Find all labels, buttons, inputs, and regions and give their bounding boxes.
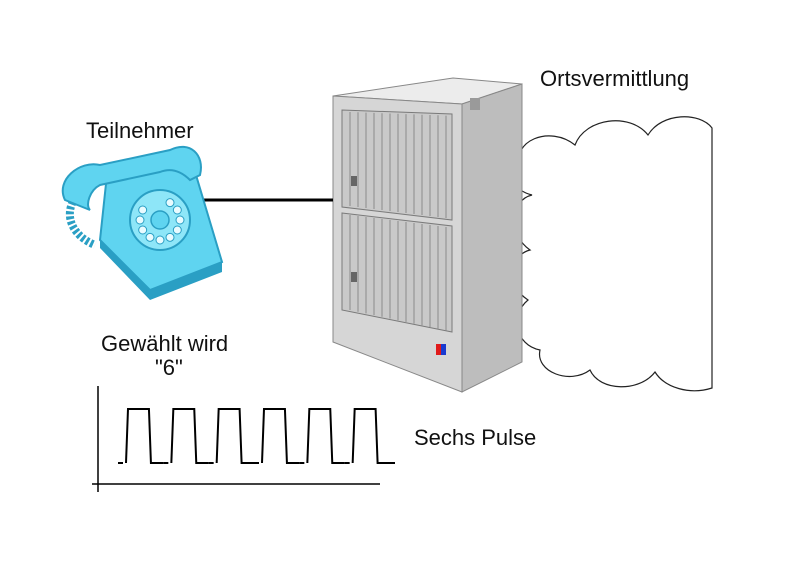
pulse [306,408,345,464]
pulse-train [118,408,398,464]
dial-hole [165,198,175,208]
pulse [170,408,209,464]
cabinet-side [461,83,523,393]
dial-hole [138,205,148,215]
dial-hole [165,232,175,242]
dial-hole [172,205,182,215]
pulse-count-label: Sechs Pulse [414,425,537,450]
exchange-cabinet-icon [332,77,523,393]
dial-hole [145,232,155,242]
indicator-blue [441,344,446,355]
exchange-label: Ortsvermittlung [540,66,690,91]
network-cloud-icon [512,116,713,392]
dial-hole [175,215,185,225]
dial-hole [172,225,182,235]
dial-hole [138,225,148,235]
dialed-digit-label: "6" [155,355,183,380]
dial-hole [135,215,145,225]
dial-hole [155,235,165,245]
dialed-label: Gewählt wird [101,331,229,356]
pulse [261,408,300,464]
indicator-red [436,344,441,355]
pulse [351,408,390,464]
pulse [125,408,164,464]
subscriber-label: Teilnehmer [86,118,194,143]
rotary-phone-icon [61,145,224,300]
pulse [215,408,254,464]
